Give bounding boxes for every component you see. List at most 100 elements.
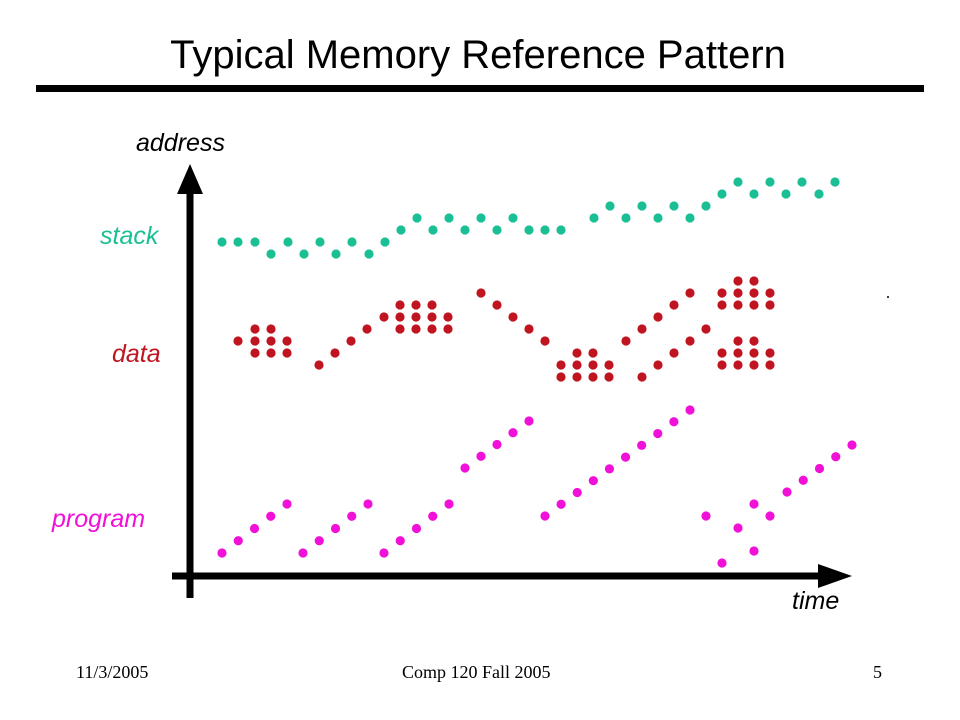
data-reference-dot bbox=[653, 360, 663, 370]
program-reference-dot bbox=[298, 548, 308, 558]
stack-reference-dot bbox=[797, 177, 807, 187]
data-reference-dot bbox=[411, 300, 421, 310]
data-reference-dot bbox=[572, 348, 582, 358]
stack-reference-dot bbox=[701, 201, 711, 211]
stack-reference-dot bbox=[637, 201, 647, 211]
data-reference-dot bbox=[733, 300, 743, 310]
region-label-program: program bbox=[51, 505, 145, 533]
stack-reference-dot bbox=[299, 249, 309, 259]
stack-reference-dot bbox=[781, 189, 791, 199]
program-reference-dot bbox=[314, 536, 324, 546]
y-axis-label: address bbox=[136, 129, 225, 157]
region-label-data: data bbox=[112, 340, 161, 368]
data-reference-dot bbox=[749, 300, 759, 310]
program-reference-dot bbox=[492, 439, 502, 450]
data-reference-dot bbox=[685, 288, 695, 298]
data-reference-dot bbox=[556, 372, 566, 382]
data-reference-dot bbox=[717, 348, 727, 358]
data-reference-dot bbox=[250, 336, 260, 346]
data-reference-dot bbox=[362, 324, 372, 334]
slide-title: Typical Memory Reference Pattern bbox=[170, 33, 786, 77]
stack-reference-dot bbox=[830, 177, 840, 187]
data-reference-dot bbox=[733, 336, 743, 346]
data-reference-dot bbox=[282, 348, 292, 358]
data-reference-dot bbox=[749, 360, 759, 370]
x-axis-label: time bbox=[792, 587, 839, 615]
data-reference-dot bbox=[266, 324, 276, 334]
data-reference-dot bbox=[621, 336, 631, 346]
data-reference-dot bbox=[749, 348, 759, 358]
stack-reference-dot bbox=[460, 225, 470, 235]
data-reference-dot bbox=[717, 360, 727, 370]
data-reference-dot bbox=[669, 300, 679, 310]
stack-reference-dot bbox=[396, 225, 406, 235]
program-reference-dot bbox=[653, 428, 663, 439]
program-reference-dot bbox=[685, 405, 695, 415]
stack-reference-dot bbox=[653, 213, 663, 223]
program-reference-dot bbox=[428, 511, 438, 521]
data-reference-dot bbox=[476, 288, 486, 298]
program-reference-dot bbox=[765, 511, 775, 521]
data-reference-dot bbox=[588, 360, 598, 370]
data-reference-dot bbox=[233, 336, 243, 346]
program-reference-dot bbox=[620, 452, 631, 462]
data-reference-dot bbox=[427, 312, 437, 322]
program-reference-dot bbox=[669, 417, 679, 427]
data-reference-dot bbox=[637, 372, 647, 382]
program-reference-dot bbox=[637, 440, 647, 450]
data-references bbox=[233, 276, 775, 382]
program-reference-dot bbox=[217, 548, 227, 558]
stack-reference-dot bbox=[685, 213, 695, 223]
data-reference-dot bbox=[411, 324, 421, 334]
data-reference-dot bbox=[749, 276, 759, 286]
stack-reference-dot bbox=[589, 213, 599, 223]
stack-reference-dot bbox=[621, 213, 631, 223]
stack-reference-dot bbox=[605, 201, 615, 211]
x-axis-arrowhead bbox=[818, 564, 852, 588]
data-reference-dot bbox=[717, 288, 727, 298]
data-reference-dot bbox=[685, 336, 695, 346]
program-reference-dot bbox=[508, 428, 518, 438]
data-reference-dot bbox=[508, 312, 518, 322]
data-reference-dot bbox=[733, 276, 743, 286]
program-reference-dot bbox=[444, 499, 454, 509]
program-reference-dot bbox=[749, 499, 759, 509]
data-reference-dot bbox=[749, 288, 759, 298]
data-reference-dot bbox=[669, 348, 679, 358]
region-label-stack: stack bbox=[100, 222, 160, 250]
stray-dot bbox=[887, 296, 889, 298]
data-reference-dot bbox=[250, 348, 260, 358]
data-reference-dot bbox=[765, 300, 775, 310]
program-reference-dot bbox=[379, 548, 389, 558]
stack-reference-dot bbox=[233, 237, 243, 247]
program-reference-dot bbox=[330, 523, 341, 534]
data-reference-dot bbox=[604, 360, 614, 370]
program-reference-dot bbox=[363, 499, 373, 509]
data-reference-dot bbox=[492, 300, 502, 310]
data-reference-dot bbox=[395, 300, 405, 310]
data-reference-dot bbox=[540, 336, 550, 346]
data-reference-dot bbox=[395, 324, 405, 334]
program-reference-dot bbox=[588, 476, 598, 486]
program-reference-dot bbox=[701, 511, 711, 521]
stack-reference-dot bbox=[524, 225, 534, 235]
stack-reference-dot bbox=[556, 225, 566, 235]
stack-reference-dot bbox=[476, 213, 486, 223]
stack-reference-dot bbox=[492, 225, 502, 235]
program-reference-dot bbox=[266, 511, 276, 521]
stack-reference-dot bbox=[315, 237, 325, 247]
data-reference-dot bbox=[379, 312, 389, 322]
program-references bbox=[217, 405, 857, 568]
program-reference-dot bbox=[847, 440, 857, 450]
stack-reference-dot bbox=[347, 237, 357, 247]
data-reference-dot bbox=[717, 300, 727, 310]
data-reference-dot bbox=[572, 360, 582, 370]
stack-reference-dot bbox=[428, 225, 438, 235]
data-reference-dot bbox=[733, 360, 743, 370]
program-reference-dot bbox=[411, 523, 422, 534]
footer-course: Comp 120 Fall 2005 bbox=[402, 662, 551, 682]
program-reference-dot bbox=[556, 499, 566, 509]
program-reference-dot bbox=[249, 523, 260, 534]
data-reference-dot bbox=[443, 324, 453, 334]
